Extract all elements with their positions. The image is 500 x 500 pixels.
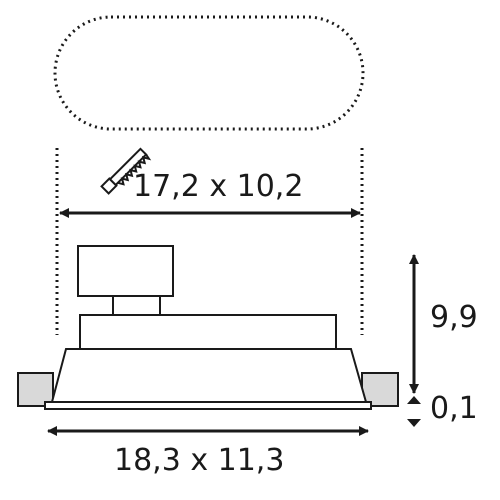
flange-marker-down bbox=[407, 419, 421, 427]
trim-flange bbox=[44, 401, 372, 410]
flange-dimension-label: 0,1 bbox=[430, 391, 478, 426]
driver-box bbox=[77, 245, 174, 297]
saw-icon bbox=[100, 147, 152, 195]
cutout-outline bbox=[53, 15, 365, 131]
outer-dimension-label: 18,3 x 11,3 bbox=[114, 443, 285, 478]
mounting-plate bbox=[79, 314, 337, 350]
flange-marker-up bbox=[407, 396, 421, 404]
height-dimension-label: 9,9 bbox=[430, 300, 478, 335]
connector-block bbox=[112, 295, 161, 316]
ceiling-left bbox=[17, 372, 54, 407]
reflector-housing bbox=[50, 348, 368, 403]
ceiling-right bbox=[361, 372, 399, 407]
cutout-dimension-label: 17,2 x 10,2 bbox=[133, 169, 304, 204]
